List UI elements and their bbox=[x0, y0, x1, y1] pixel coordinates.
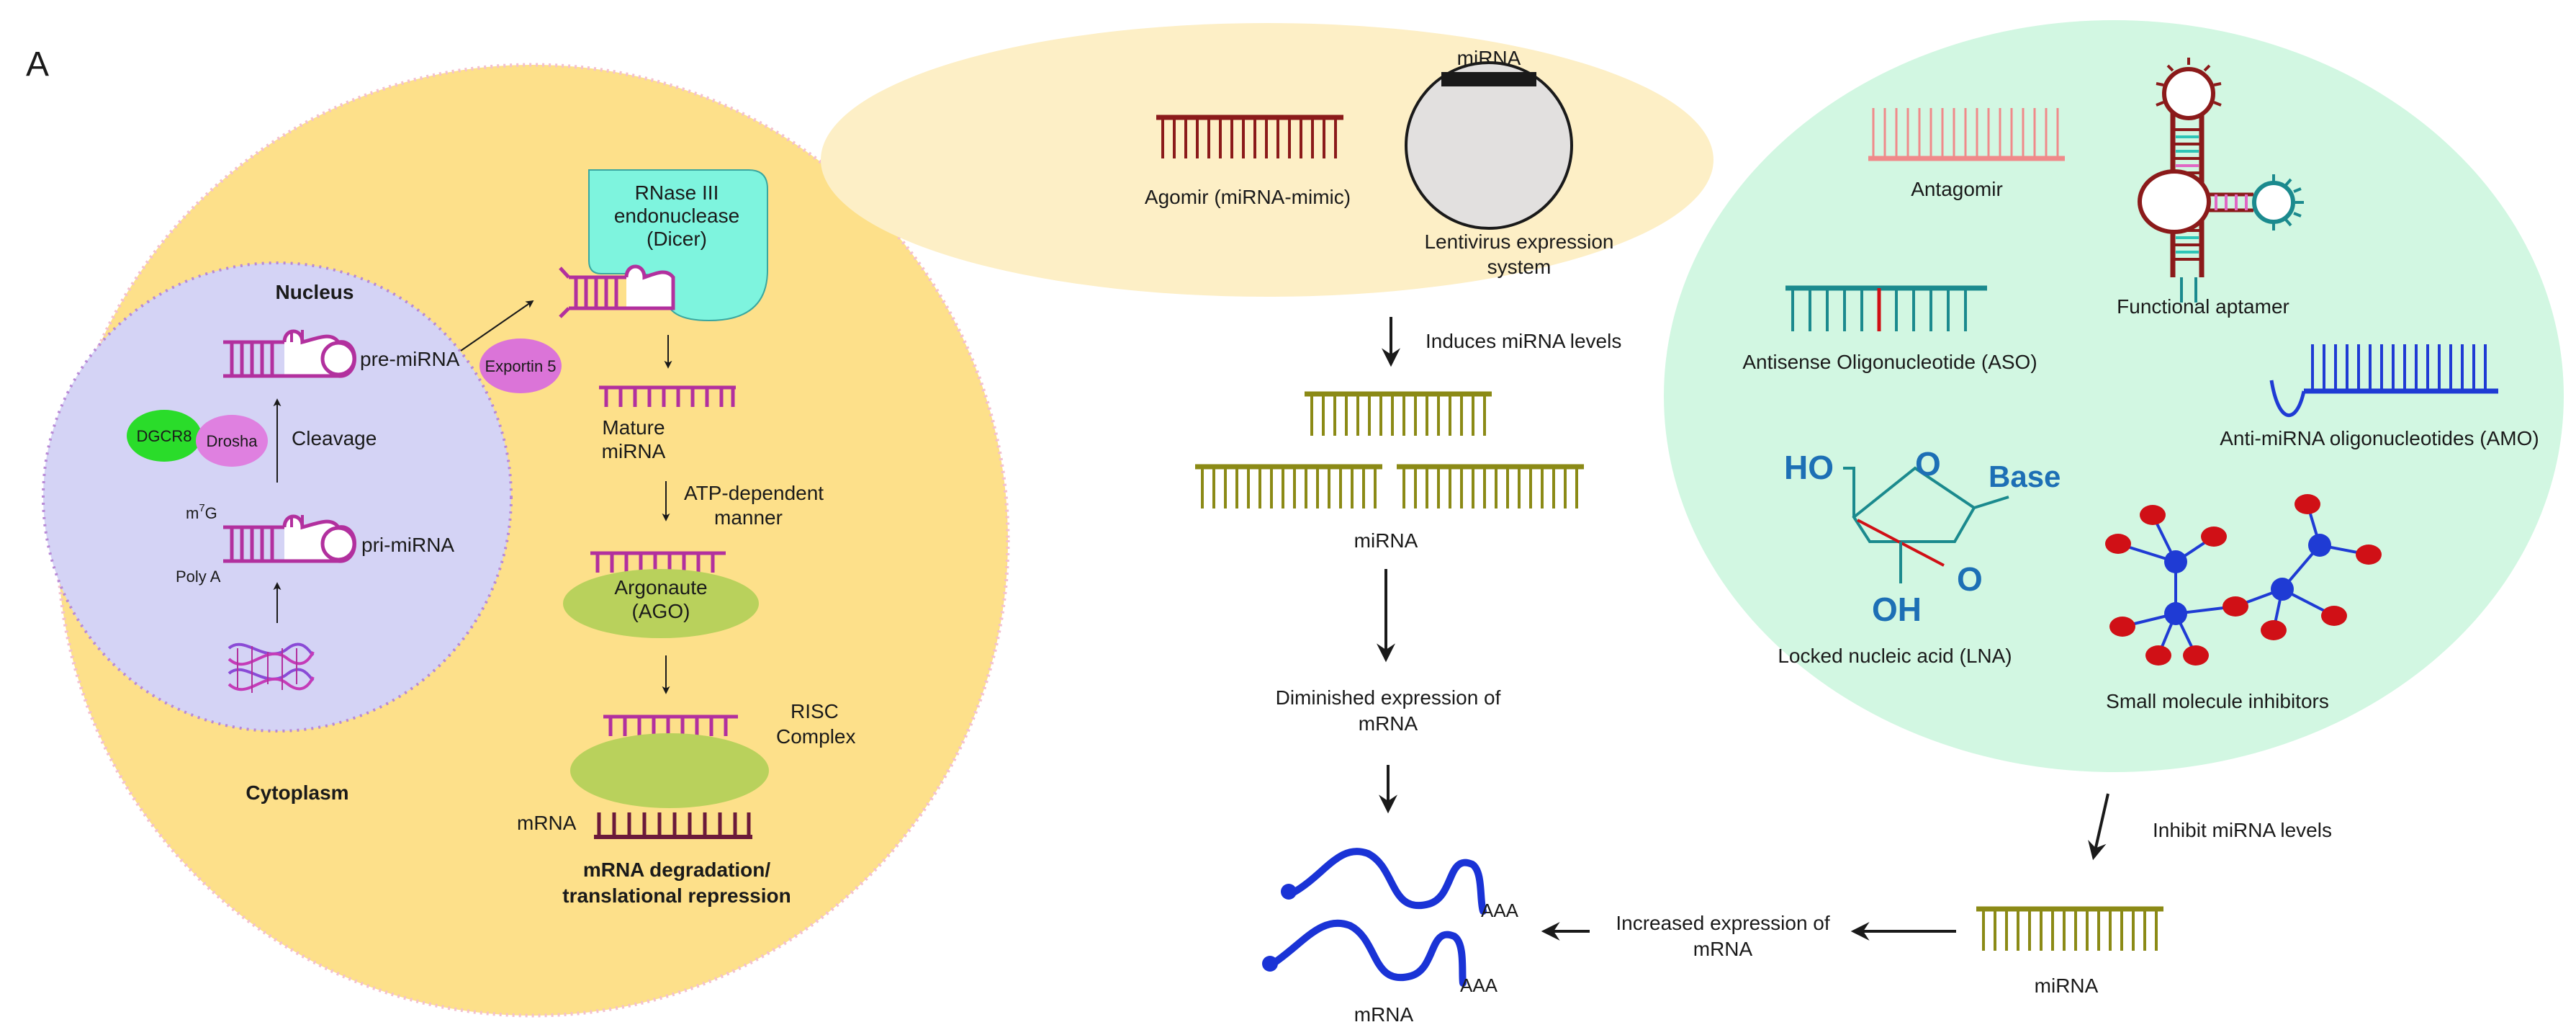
risc-label-2: Complex bbox=[776, 725, 855, 748]
risc-label-1: RISC bbox=[791, 700, 839, 722]
atp-label-1: ATP-dependent bbox=[684, 482, 824, 504]
small-molecule-label: Small molecule inhibitors bbox=[2106, 690, 2329, 712]
antagomir-label: Antagomir bbox=[1911, 178, 2003, 200]
aaa-label-1: AAA bbox=[1481, 900, 1519, 921]
inhibit-label: Inhibit miRNA levels bbox=[2153, 819, 2332, 841]
mrna-label-a: mRNA bbox=[517, 812, 577, 834]
mirna-mid-label: miRNA bbox=[1354, 529, 1418, 552]
pre-mirna-hairpin bbox=[223, 329, 356, 378]
amo-strand bbox=[2269, 344, 2498, 417]
dicer-label-2: endonuclease bbox=[614, 205, 739, 227]
diminished-label-2: mRNA bbox=[1359, 712, 1418, 735]
lna-structure bbox=[1843, 466, 2009, 583]
inhibitor-background bbox=[1664, 20, 2564, 772]
agomir-strand bbox=[1156, 115, 1343, 158]
agomir-label: Agomir (miRNA-mimic) bbox=[1145, 186, 1351, 208]
pre-mirna-label: pre-miRNA bbox=[360, 348, 460, 370]
ago-label-1: Argonaute bbox=[614, 576, 707, 599]
atp-label-2: manner bbox=[714, 506, 783, 529]
lenti-label-2: system bbox=[1487, 256, 1552, 278]
lna-o2: O bbox=[1957, 560, 1983, 598]
aso-label: Antisense Oligonucleotide (ASO) bbox=[1742, 351, 2037, 373]
mature-label-1: Mature bbox=[602, 416, 665, 439]
nucleus bbox=[42, 261, 513, 732]
dicer-enzyme bbox=[588, 169, 768, 322]
target-mrna bbox=[594, 812, 752, 839]
dicer-label-1: RNase III bbox=[635, 182, 719, 204]
lentivirus-particle bbox=[1405, 61, 1573, 230]
lna-o1: O bbox=[1915, 445, 1941, 483]
panel-a-label: A bbox=[26, 45, 49, 84]
pri-mirna-hairpin bbox=[223, 514, 356, 563]
dicer-bound-premirna bbox=[559, 264, 675, 318]
small-molecule-structure bbox=[2105, 494, 2382, 666]
aso-strand bbox=[1785, 285, 1987, 331]
drosha-protein bbox=[196, 415, 268, 467]
antagomir-strand bbox=[1868, 108, 2065, 161]
mrna-ribbons bbox=[1269, 848, 1487, 987]
mrna-cap-1 bbox=[1281, 884, 1297, 900]
outcome-label-1: mRNA degradation/ bbox=[583, 859, 771, 881]
inhibited-mirna bbox=[1976, 906, 2163, 951]
poly-a-label: Poly A bbox=[176, 568, 221, 586]
mrna-cap-2 bbox=[1262, 956, 1278, 972]
lna-oh: OH bbox=[1872, 591, 1922, 628]
risc-complex bbox=[570, 733, 769, 808]
risc-mirna bbox=[603, 714, 738, 736]
argonaute bbox=[563, 569, 759, 638]
exportin-5 bbox=[479, 339, 562, 393]
panel-a: A Nucleus Cytoplasm pre-miRNA DGCR8 Dros… bbox=[26, 45, 1010, 1018]
mature-mirna bbox=[599, 385, 736, 407]
lenti-label-1: Lentivirus expression bbox=[1424, 230, 1613, 253]
drosha-label: Drosha bbox=[207, 432, 258, 450]
lna-ho: HO bbox=[1784, 449, 1834, 486]
induces-label: Induces miRNA levels bbox=[1426, 330, 1621, 352]
cleavage-label: Cleavage bbox=[292, 427, 377, 449]
aptamer-structure bbox=[2138, 58, 2304, 303]
mirna-right-label: miRNA bbox=[2035, 974, 2099, 997]
amo-label: Anti-miRNA oligonucleotides (AMO) bbox=[2220, 427, 2539, 449]
mature-label-2: miRNA bbox=[602, 440, 666, 462]
dicer-label-3: (Dicer) bbox=[647, 228, 707, 250]
increased-label-2: mRNA bbox=[1693, 938, 1753, 960]
lna-label: Locked nucleic acid (LNA) bbox=[1778, 645, 2012, 667]
exportin-label: Exportin 5 bbox=[485, 357, 556, 375]
lentivirus-mirna-cap bbox=[1441, 72, 1536, 86]
dgcr8-protein bbox=[127, 410, 202, 462]
outcome-label-2: translational repression bbox=[562, 884, 791, 907]
lna-base: Base bbox=[1989, 460, 2061, 493]
aptamer-label: Functional aptamer bbox=[2117, 295, 2289, 318]
delivery-background bbox=[821, 23, 1713, 297]
aaa-label-2: AAA bbox=[1460, 974, 1498, 996]
ago-mirna bbox=[590, 551, 726, 573]
increased-label-1: Increased expression of bbox=[1616, 912, 1830, 934]
dna-helix bbox=[228, 642, 315, 693]
induced-mirna bbox=[1195, 391, 1584, 508]
diminished-label-1: Diminished expression of bbox=[1276, 686, 1501, 709]
dgcr8-label: DGCR8 bbox=[136, 427, 192, 445]
pri-mirna-label: pri-miRNA bbox=[361, 534, 454, 556]
ago-label-2: (AGO) bbox=[632, 600, 690, 622]
mrna-bottom-label: mRNA bbox=[1354, 1003, 1414, 1026]
nucleus-label: Nucleus bbox=[276, 281, 354, 303]
m7g-label: m7G bbox=[186, 502, 217, 522]
panel-b: B Agomir (miRNA-mimic) miRNA Lentivirus … bbox=[821, 20, 2564, 1026]
cytoplasm-label: Cytoplasm bbox=[246, 781, 348, 804]
